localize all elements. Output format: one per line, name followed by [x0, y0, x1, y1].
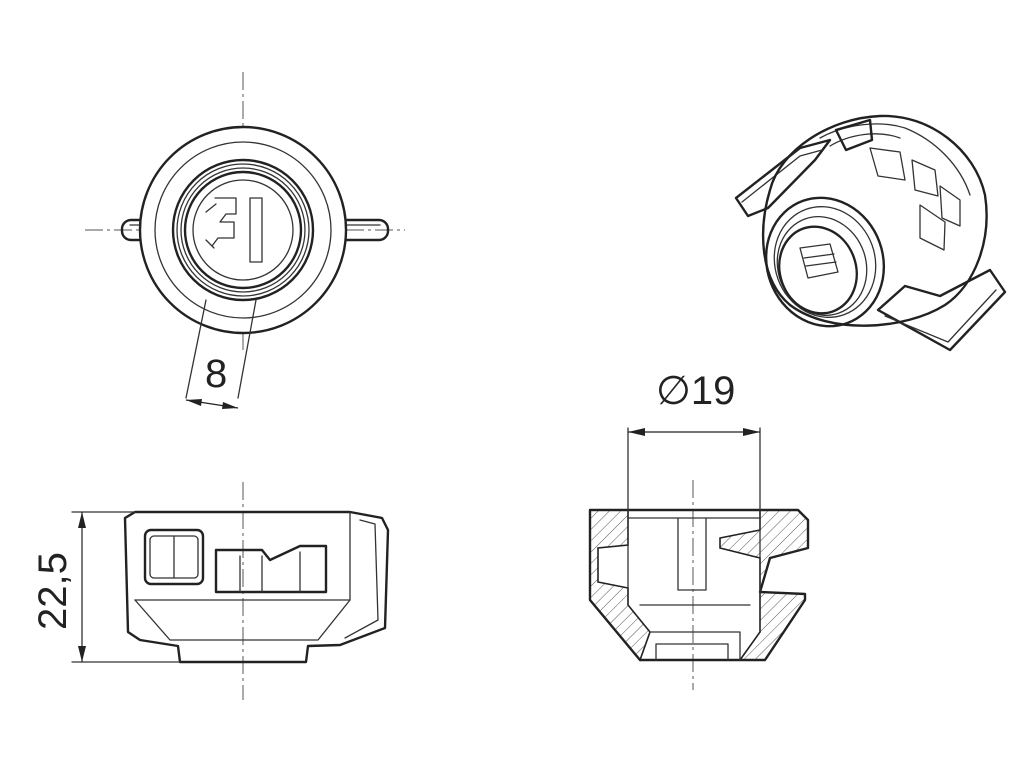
- top-view: 8: [85, 72, 405, 409]
- diameter-dimension: ∅19: [656, 369, 735, 413]
- height-dimension: 22,5: [31, 552, 75, 630]
- isometric-view: [734, 114, 1007, 352]
- slot-width-dimension: 8: [205, 352, 227, 396]
- section-view: ∅19: [588, 369, 810, 690]
- front-view: 22,5: [31, 482, 390, 700]
